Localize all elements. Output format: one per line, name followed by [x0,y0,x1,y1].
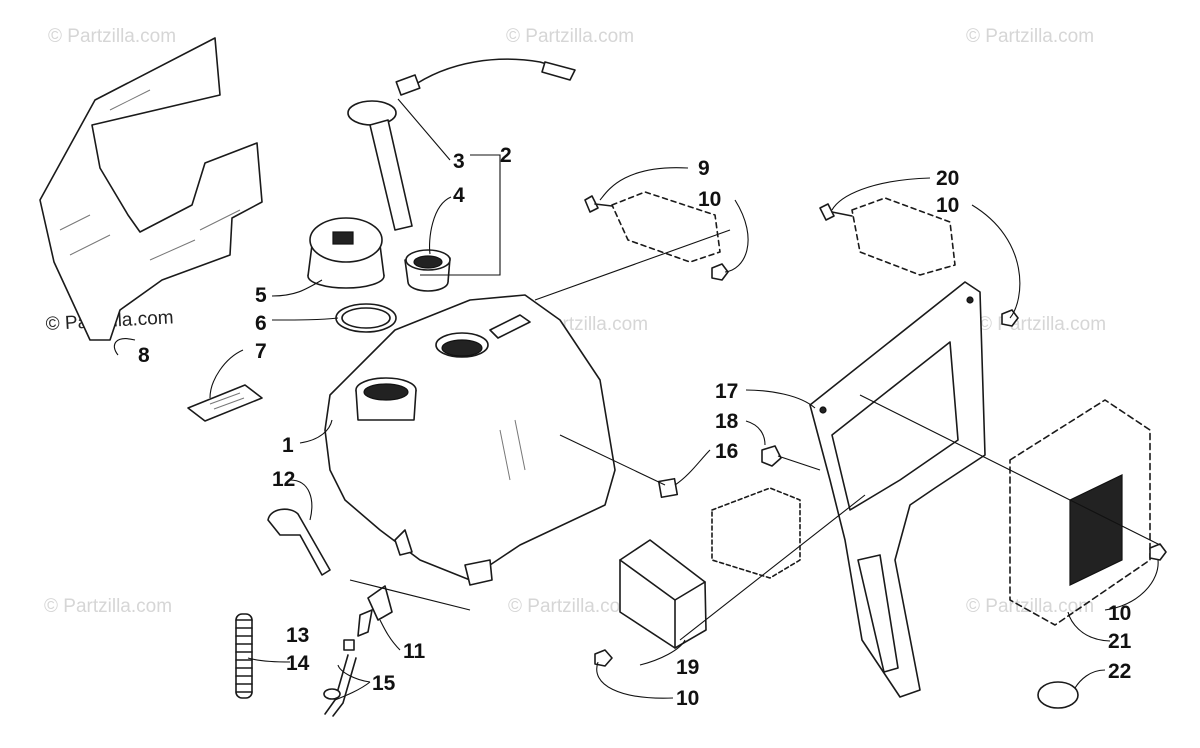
part-10-nut-bottom [594,649,613,667]
part-17-mounting-bracket [809,281,986,698]
part-12-strap [267,508,331,576]
callout-22: 22 [1108,660,1131,683]
part-7-label [187,384,263,422]
part-5-fuel-cap [307,217,385,289]
callout-5: 5 [255,284,267,307]
watermark: © Partzilla.com [966,596,1094,617]
callout-20: 20 [936,167,959,190]
part-19-cover [619,539,707,649]
part-10-nut-top [711,263,729,281]
callout-10-bottom: 10 [676,687,699,710]
callout-16: 16 [715,440,738,463]
callout-15: 15 [372,672,396,695]
callout-7: 7 [255,340,267,363]
callout-8: 8 [138,344,150,367]
callout-3: 3 [453,150,465,173]
callout-10-right: 10 [936,194,959,217]
callout-10-module: 10 [1108,602,1131,625]
callout-17: 17 [715,380,738,403]
part-10-nut-module [1149,543,1167,561]
callout-18: 18 [715,410,739,433]
part-1-fuel-tank [324,294,616,586]
callouts: 1 2 3 4 5 6 7 8 9 10 10 10 10 11 12 13 1… [138,144,1132,710]
part-18-nut [761,445,782,467]
bracket-context [611,191,721,263]
bracket-context [851,197,956,276]
part-21-module [1009,399,1151,626]
solenoid-context [711,487,801,579]
callout-10-top: 10 [698,188,721,211]
part-9-bolt [584,195,613,213]
part-11-fitting [357,585,393,637]
watermark: © Partzilla.com [48,26,176,47]
callout-2: 2 [500,144,512,167]
part-14-coil [235,613,253,699]
part-4-filler-neck [404,249,451,292]
callout-13: 13 [286,624,309,647]
leader-lines [113,98,1161,701]
part-8-shield [39,37,263,341]
callout-11: 11 [403,640,426,663]
part-20-bolt [819,203,853,221]
callout-4: 4 [453,184,465,207]
part-22-clip [1037,681,1079,709]
callout-12: 12 [272,468,295,491]
callout-21: 21 [1108,630,1132,653]
callout-14: 14 [286,652,310,675]
callout-19: 19 [676,656,699,679]
callout-1: 1 [282,434,294,457]
part-3-fuel-sender [347,58,576,231]
watermark: © Partzilla.com [44,596,172,617]
watermark: © Partzilla.com [506,26,634,47]
callout-6: 6 [255,312,267,335]
callout-9: 9 [698,157,710,180]
watermark: © Partzilla.com [966,26,1094,47]
watermark: © Partzilla.com [508,596,636,617]
watermark: © Partzilla.com [978,314,1106,335]
part-16-pad [657,477,679,499]
part-13-hose [323,639,357,717]
